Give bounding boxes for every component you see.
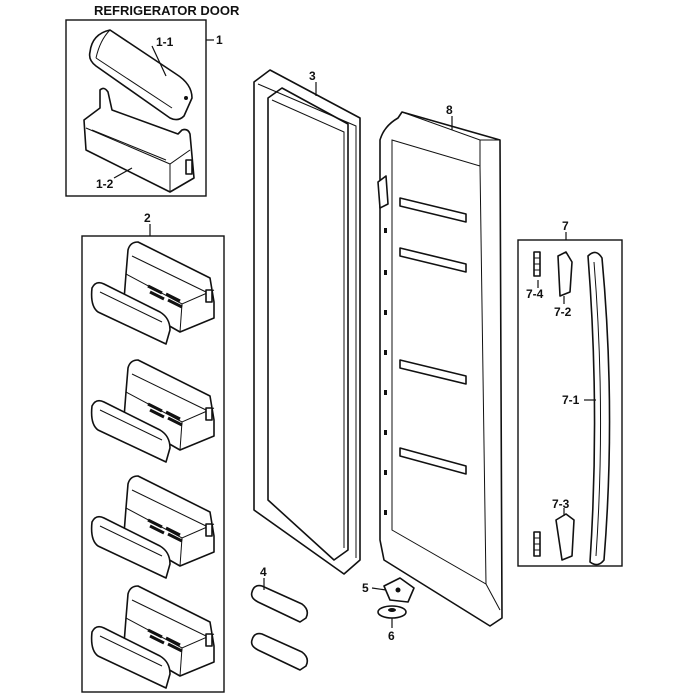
door-guard-pair-2	[90, 358, 216, 464]
part-4-door-caps	[250, 584, 309, 671]
label-6: 6	[388, 629, 395, 643]
label-7-3: 7-3	[552, 497, 570, 511]
group-1-box	[65, 19, 207, 197]
label-5: 5	[362, 581, 369, 595]
leader-1-2	[113, 167, 133, 179]
label-7-1: 7-1	[562, 393, 580, 407]
part-7-1-handle-bar	[587, 251, 611, 566]
label-7-4: 7-4	[526, 287, 544, 301]
door-guard-pair-1	[90, 241, 215, 345]
label-1: 1	[216, 33, 223, 47]
label-1-1: 1-1	[156, 35, 174, 49]
part-6-hinge-bushing	[377, 605, 407, 619]
part-7-4-screw	[533, 251, 541, 277]
label-1-2: 1-2	[96, 177, 114, 191]
group-7-box	[517, 239, 623, 567]
leader-5	[371, 587, 387, 591]
label-2: 2	[144, 211, 151, 225]
diagram-title: REFRIGERATOR DOOR	[94, 3, 240, 18]
part-5-hinge-bracket	[383, 577, 415, 603]
part-1-2-door-bin	[83, 87, 195, 193]
group-1-door-bin-with-cover: 1 1-1 1-2	[65, 19, 223, 197]
part-7-2-upper-cap	[557, 251, 573, 297]
part-7-3-lower-cap	[555, 513, 575, 561]
part-7-4-screw-lower	[533, 531, 541, 557]
part-3-door-gasket	[253, 69, 361, 575]
part-8-door-liner-assembly	[377, 111, 503, 627]
group-7-door-handle: 7 7-1 7-2 7-4 7-3	[517, 219, 623, 567]
door-guard-pair-3	[90, 474, 216, 580]
leader-1-1	[151, 45, 167, 77]
label-7-2: 7-2	[554, 305, 572, 319]
door-guard-pair-4	[90, 584, 216, 690]
label-3: 3	[309, 69, 316, 83]
part-1-1-bin-cover	[88, 29, 193, 121]
group-2-door-guards: 2	[81, 211, 225, 693]
group-2-box	[81, 235, 225, 693]
label-4: 4	[260, 565, 267, 579]
label-7: 7	[562, 219, 569, 233]
label-8: 8	[446, 103, 453, 117]
